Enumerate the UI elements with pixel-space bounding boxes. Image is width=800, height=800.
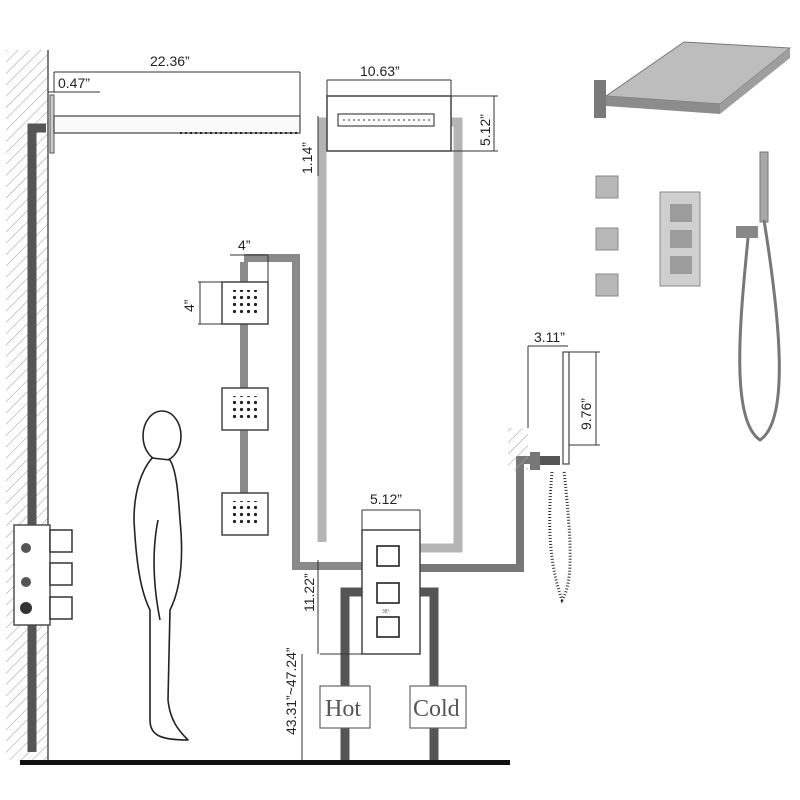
- dim-hand-length: 9.76”: [578, 398, 594, 430]
- dim-jet-spacing: 4”: [238, 237, 251, 253]
- valve-temp-mark: 38°: [382, 609, 390, 615]
- dim-head-width: 10.63”: [360, 63, 400, 79]
- svg-text:Cold: Cold: [413, 696, 460, 722]
- dimension-lines: [48, 71, 600, 760]
- svg-text:Hot: Hot: [325, 696, 361, 722]
- floor-line: [20, 760, 510, 765]
- hot-water-pipe: [340, 587, 362, 760]
- valve-render: [659, 191, 701, 287]
- dim-arm-offset: 0.47”: [58, 75, 90, 91]
- dim-arm-length: 22.36”: [150, 53, 190, 69]
- rain-shower-head-render: [594, 41, 792, 118]
- handheld-shower-side: [508, 351, 572, 604]
- cold-water-pipe: [420, 587, 439, 760]
- hot-label: Hot: [319, 685, 371, 729]
- thermostatic-valve: 38°: [361, 529, 421, 655]
- dim-valve-width: 5.12”: [370, 491, 402, 507]
- cold-label: Cold: [409, 685, 467, 729]
- dim-hand-bracket: 3.11”: [534, 329, 565, 345]
- body-jet-middle: [221, 387, 269, 431]
- waterfall-shower-head: [326, 95, 452, 152]
- dim-head-thickness: 1.14”: [299, 142, 315, 174]
- human-silhouette: [133, 410, 189, 741]
- body-jets-render: [595, 175, 619, 297]
- handheld-shower-render: [736, 151, 781, 442]
- dim-jet-size: 4”: [181, 299, 197, 312]
- waterfall-loop-pipe: [317, 117, 463, 553]
- wall: [6, 50, 49, 760]
- dim-install-height: 43.31”~47.24”: [283, 647, 299, 735]
- dim-valve-height: 11.22”: [301, 573, 317, 612]
- body-jet-top: [221, 281, 269, 325]
- rain-shower-arm: [49, 94, 301, 154]
- dim-head-height: 5.12”: [477, 114, 493, 146]
- body-jet-bottom: [221, 492, 269, 536]
- wall-valve-unit: [13, 524, 73, 626]
